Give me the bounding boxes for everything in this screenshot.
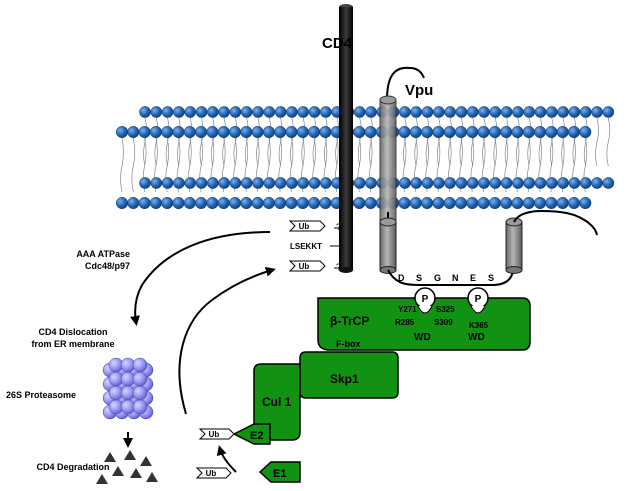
motif-letter-5: E bbox=[470, 273, 476, 283]
residue-s309: S309 bbox=[434, 318, 453, 327]
upper-leaflet-front-row bbox=[115, 125, 592, 138]
vpu-label: Vpu bbox=[405, 82, 433, 99]
ub-tag-e1: Ub bbox=[195, 467, 232, 479]
motif-letter-2: S bbox=[416, 273, 422, 283]
cd4-protein bbox=[339, 4, 353, 273]
wd-label-1: WD bbox=[414, 332, 431, 343]
e1-shape bbox=[258, 461, 301, 483]
wd-label-2: WD bbox=[468, 332, 485, 343]
e2-label: E2 bbox=[250, 430, 263, 442]
lsekkt-label: LSEKKT bbox=[290, 242, 322, 251]
motif-letter-6: S bbox=[488, 273, 494, 283]
phospho-1: P bbox=[422, 294, 429, 305]
svg-text:Ub: Ub bbox=[209, 430, 220, 439]
e2-shape bbox=[232, 423, 271, 445]
question-mark-lower: ? bbox=[336, 262, 341, 272]
motif-letter-4: N bbox=[452, 273, 459, 283]
ub-tag-e2: Ub bbox=[198, 428, 235, 440]
svg-text:Ub: Ub bbox=[206, 469, 217, 478]
cd4-label: CD4 bbox=[322, 35, 353, 52]
motif-letter-1: D bbox=[398, 273, 405, 283]
residue-r285: R285 bbox=[395, 318, 415, 327]
dislocation-label-1: CD4 Dislocation bbox=[38, 327, 107, 337]
degradation-fragments bbox=[96, 450, 158, 484]
question-mark-upper: ? bbox=[336, 222, 341, 232]
dislocation-label-2: from ER membrane bbox=[31, 339, 114, 349]
lower-leaflet-back-row bbox=[139, 177, 615, 189]
vpu-protein bbox=[379, 66, 598, 286]
svg-text:Ub: Ub bbox=[299, 262, 310, 271]
residue-s325: S325 bbox=[436, 305, 455, 314]
fbox-label: F-box bbox=[336, 339, 361, 349]
residue-y271: Y271 bbox=[398, 305, 417, 314]
motif-letter-3: G bbox=[434, 273, 441, 283]
upper-leaflet-back-row bbox=[139, 106, 615, 118]
lower-leaflet-front-row bbox=[115, 196, 592, 209]
e1-label: E1 bbox=[273, 468, 286, 480]
lipid-bilayer bbox=[115, 106, 615, 209]
cdc48-label: Cdc48/p97 bbox=[85, 261, 130, 271]
arrow-ub-transfer bbox=[178, 266, 276, 415]
cul1-label: Cul 1 bbox=[262, 395, 292, 409]
skp1-label: Skp1 bbox=[330, 372, 359, 386]
degradation-label: CD4 Degradation bbox=[36, 462, 109, 472]
phospho-2: P bbox=[475, 294, 482, 305]
btrcp-label: β-TrCP bbox=[330, 314, 369, 328]
ub-tag-upper: Ub bbox=[288, 220, 326, 232]
ub-tag-lower: Ub bbox=[288, 260, 326, 272]
arrow-dislocation bbox=[130, 231, 271, 326]
btrcp-complex: P P bbox=[317, 287, 531, 351]
proteasome-label: 26S Proteasome bbox=[6, 390, 76, 400]
proteasome-26s bbox=[102, 357, 154, 420]
skp1-box bbox=[299, 351, 399, 399]
arrow-e1-to-e2 bbox=[216, 445, 237, 473]
svg-text:Ub: Ub bbox=[299, 222, 310, 231]
aaa-atpase-label: AAA ATPase bbox=[76, 249, 130, 259]
residue-k365: K365 bbox=[469, 321, 489, 330]
